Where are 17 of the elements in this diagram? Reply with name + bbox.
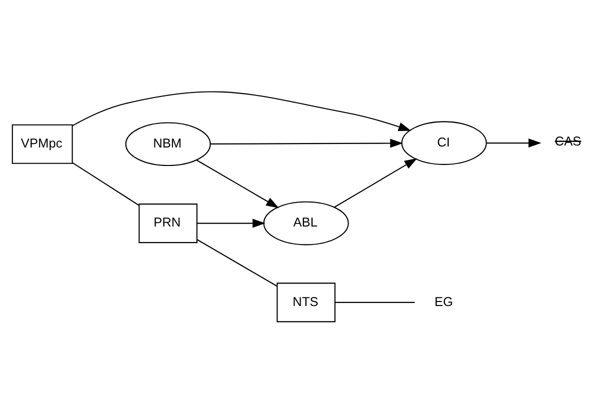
node-ellipse: NBM [125, 122, 211, 166]
connector [334, 302, 415, 303]
arrow [486, 138, 542, 148]
node-box: NTS [276, 282, 336, 322]
node-box: PRN [138, 204, 198, 244]
connector [72, 162, 140, 206]
connector [196, 239, 278, 286]
arrow [196, 160, 279, 208]
node-ellipse: CI [401, 121, 487, 165]
arrow [334, 158, 418, 208]
node-text: CAS [554, 133, 582, 148]
node-box: VPMpc [12, 124, 73, 164]
arrow [72, 91, 412, 132]
node-text: EG [434, 294, 453, 309]
arrow [196, 218, 266, 228]
arrow [210, 138, 403, 148]
node-ellipse: ABL [263, 201, 349, 246]
